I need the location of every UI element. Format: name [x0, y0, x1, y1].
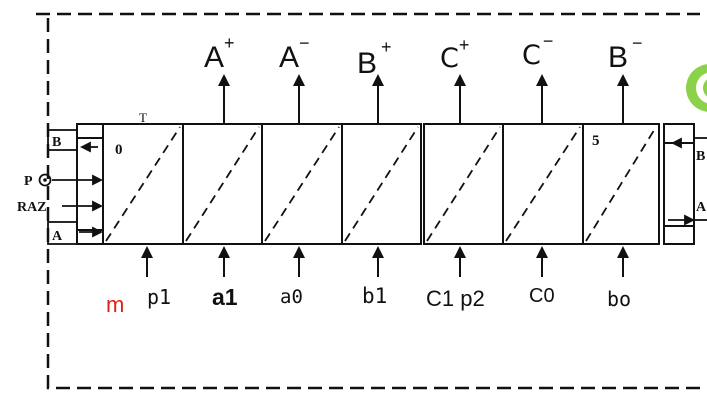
input-arrows — [141, 246, 629, 277]
left-interface-block — [47, 123, 104, 245]
output-labels: A+ A− B+ C+ C− B− — [204, 31, 643, 80]
input-label-m: m — [106, 292, 124, 317]
input-label-a0: a0 — [280, 286, 303, 308]
input-label-b1: b1 — [362, 284, 387, 308]
cell-diagonal-2 — [264, 126, 340, 242]
top-mark: T — [139, 110, 147, 125]
input-label-c0: C0 — [529, 285, 555, 307]
right-port-a-label: A — [696, 200, 707, 215]
outer-dashed-frame — [36, 12, 700, 390]
output-label-b-plus: B+ — [357, 37, 392, 80]
module-group-right — [423, 123, 660, 245]
output-label-c-plus: C+ — [440, 35, 469, 74]
input-labels: m p1 a1 a0 b1 C1 p2 C0 bo — [106, 284, 631, 317]
output-label-c-minus: C− — [522, 31, 553, 71]
input-label-c1-p2: C1 p2 — [426, 286, 485, 311]
output-arrowhead-2 — [372, 74, 384, 86]
output-label-b-minus: B− — [608, 33, 643, 74]
output-arrowhead-4 — [536, 74, 548, 86]
input-label-bo: bo — [607, 287, 631, 311]
output-arrows — [218, 74, 629, 124]
left-port-b-label: B — [52, 135, 61, 150]
green-circle-badge — [686, 64, 707, 112]
output-arrowhead-3 — [454, 74, 466, 86]
output-arrowhead-5 — [617, 74, 629, 86]
output-arrowhead-0 — [218, 74, 230, 86]
right-port-arrows — [668, 137, 696, 226]
cell-diagonal-5 — [505, 126, 581, 242]
input-label-p1: p1 — [147, 285, 171, 309]
module-group-left — [102, 123, 422, 245]
right-port-b-label: B — [696, 149, 705, 164]
output-label-a-minus: A− — [279, 33, 310, 74]
input-arrowhead-5 — [536, 246, 548, 258]
step-number-first: 0 — [115, 142, 123, 158]
output-arrowhead-1 — [293, 74, 305, 86]
output-label-a-plus: A+ — [204, 33, 235, 74]
p-port-circle-icon — [38, 173, 52, 187]
cell-diagonal-6 — [585, 126, 657, 242]
left-port-raz-label: RAZ — [17, 200, 47, 215]
left-port-p-label: P — [24, 174, 33, 189]
input-arrowhead-1 — [218, 246, 230, 258]
input-arrowhead-6 — [617, 246, 629, 258]
input-arrowhead-3 — [372, 246, 384, 258]
left-port-arrows — [52, 141, 104, 238]
left-port-a-label: A — [52, 229, 63, 244]
input-arrowhead-4 — [454, 246, 466, 258]
input-arrowhead-0 — [141, 246, 153, 258]
input-arrowhead-2 — [293, 246, 305, 258]
cell-diagonal-4 — [426, 126, 501, 242]
right-interface-block — [663, 123, 707, 245]
step-number-last: 5 — [592, 133, 600, 149]
cell-diagonal-1 — [185, 126, 260, 242]
cell-diagonals — [105, 126, 657, 242]
cell-diagonal-3 — [344, 126, 419, 242]
input-label-a1: a1 — [212, 284, 238, 310]
cell-diagonal-0 — [105, 126, 181, 242]
